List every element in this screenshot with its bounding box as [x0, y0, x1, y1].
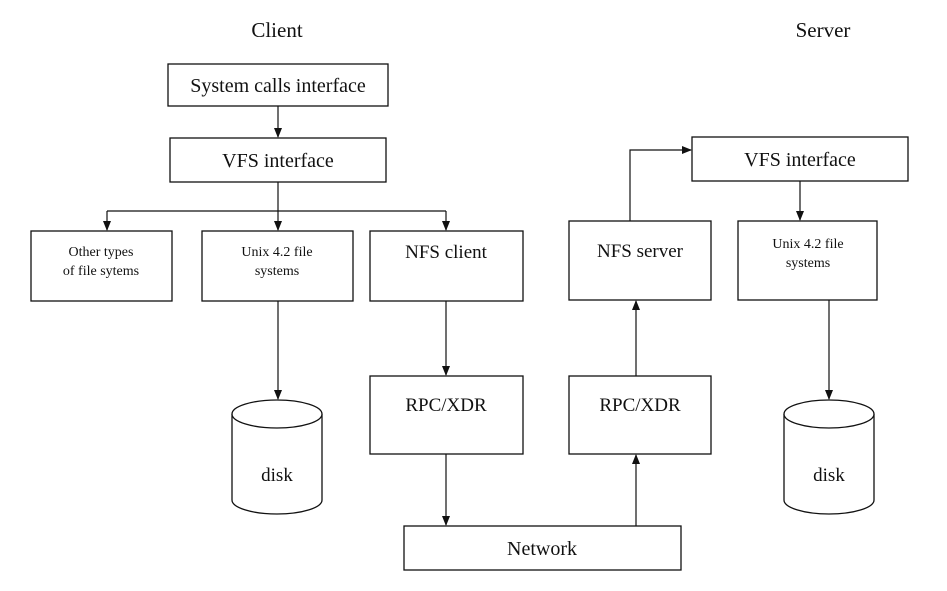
nfs-client-box: NFS client: [369, 230, 524, 302]
server-vfs-label: VFS interface: [744, 149, 856, 171]
nfs-server-box: NFS server: [568, 220, 712, 301]
vfs-to-filesystems-branch: [103, 182, 450, 231]
client-header: Client: [251, 18, 302, 42]
client-rpc-xdr-box: RPC/XDR: [369, 375, 524, 455]
other-file-systems-box: Other types of file sytems: [30, 230, 173, 302]
client-vfs-interface-box: VFS interface: [169, 137, 387, 183]
client-disk: disk: [231, 399, 323, 515]
server-disk: disk: [783, 399, 875, 515]
network-label: Network: [507, 538, 577, 560]
network-box: Network: [403, 525, 682, 571]
server-rpc-xdr-box: RPC/XDR: [568, 375, 712, 455]
client-system-calls-label: System calls interface: [190, 75, 366, 97]
nfs-client-label: NFS client: [405, 242, 488, 263]
server-vfs-interface-box: VFS interface: [691, 136, 909, 182]
server-unix-label-line1: Unix 4.2 file: [772, 237, 843, 252]
server-unix-label-line2: systems: [786, 256, 830, 271]
other-file-systems-label-line1: Other types: [69, 245, 134, 260]
nfs-server-to-vfs-arrow: [629, 146, 692, 221]
nfs-server-label: NFS server: [597, 241, 684, 262]
client-rpc-xdr-label: RPC/XDR: [405, 395, 487, 416]
server-header: Server: [796, 18, 851, 42]
server-rpc-xdr-label: RPC/XDR: [599, 395, 681, 416]
client-system-calls-interface-box: System calls interface: [167, 63, 389, 107]
client-vfs-label: VFS interface: [222, 150, 334, 172]
client-unix-label-line1: Unix 4.2 file: [241, 245, 312, 260]
other-file-systems-label-line2: of file sytems: [63, 264, 139, 279]
client-disk-label: disk: [261, 465, 293, 486]
server-unix-file-systems-box: Unix 4.2 file systems: [737, 220, 878, 301]
client-unix-file-systems-box: Unix 4.2 file systems: [201, 230, 354, 302]
server-disk-label: disk: [813, 465, 845, 486]
client-unix-label-line2: systems: [255, 264, 299, 279]
